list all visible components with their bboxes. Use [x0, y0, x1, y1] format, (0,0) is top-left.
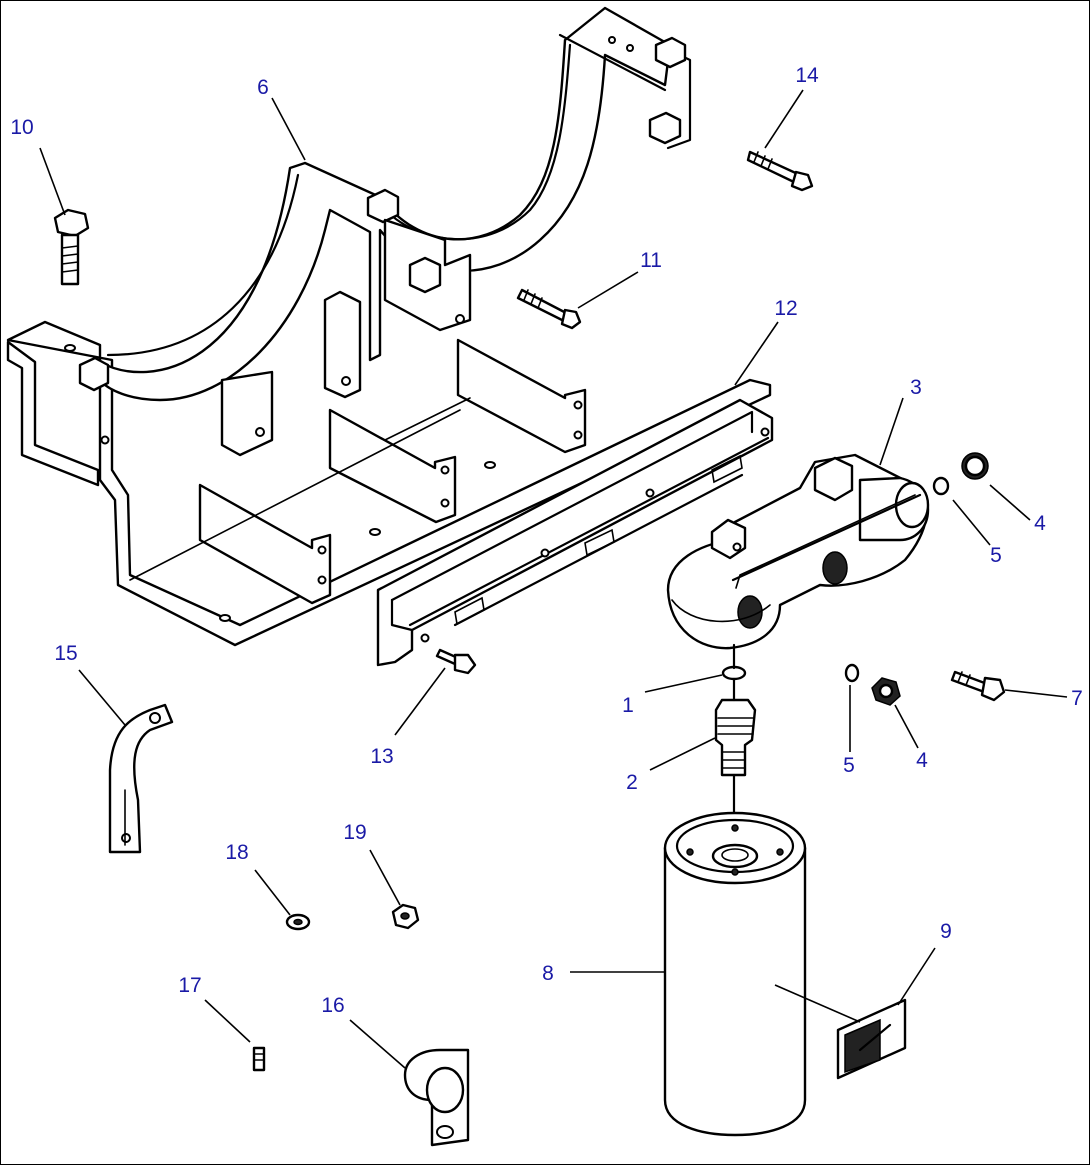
- leader-lines: [39, 89, 1068, 1069]
- callout-5-upper: 5: [990, 544, 1002, 567]
- callout-11: 11: [640, 249, 662, 272]
- part-15-strap-clamp: [108, 703, 174, 854]
- part-5-oring-lower: [844, 663, 860, 683]
- callout-3: 3: [910, 376, 922, 399]
- part-6-cradle-bracket: [6, 6, 772, 647]
- callout-10: 10: [10, 116, 33, 139]
- callout-9: 9: [940, 920, 952, 943]
- part-18-washer: [285, 913, 311, 931]
- callout-17: 17: [178, 974, 201, 997]
- part-4-plug-upper: [961, 452, 989, 480]
- callout-2: 2: [626, 771, 638, 794]
- part-3-filter-head: [666, 453, 930, 650]
- part-11-bolt: [516, 288, 582, 330]
- callout-1: 1: [622, 694, 634, 717]
- part-14-bolt: [746, 150, 814, 192]
- part-12-channel-rail: [376, 398, 774, 667]
- callout-4-upper: 4: [1034, 512, 1046, 535]
- callout-5-lower: 5: [843, 754, 855, 777]
- part-5-oring-upper: [932, 476, 950, 496]
- part-13-bolt: [435, 648, 477, 675]
- callout-12: 12: [774, 297, 797, 320]
- part-8-filter-cartridge: [663, 811, 807, 1137]
- part-17-stud: [252, 1046, 266, 1072]
- part-16-pipe-clamp: [403, 1048, 470, 1147]
- part-19-nut: [391, 903, 420, 930]
- callout-15: 15: [54, 642, 77, 665]
- part-7-bolt: [950, 670, 1006, 702]
- callout-18: 18: [225, 841, 248, 864]
- callout-14: 14: [795, 64, 819, 87]
- callout-labels: 1 2 3 4 4 5 5 6 7 8 9 10 11 12 13 14 15 …: [10, 64, 1083, 1017]
- part-2-nipple: [714, 643, 757, 832]
- callout-6: 6: [257, 76, 269, 99]
- callout-13: 13: [370, 745, 393, 768]
- part-9-label: [836, 998, 907, 1080]
- callout-8: 8: [542, 962, 554, 985]
- callout-7: 7: [1071, 687, 1083, 710]
- part-10-bolt: [53, 208, 90, 286]
- part-4-plug-lower: [871, 677, 901, 706]
- callout-16: 16: [321, 994, 344, 1017]
- callout-19: 19: [343, 821, 366, 844]
- callout-4-lower: 4: [916, 749, 928, 772]
